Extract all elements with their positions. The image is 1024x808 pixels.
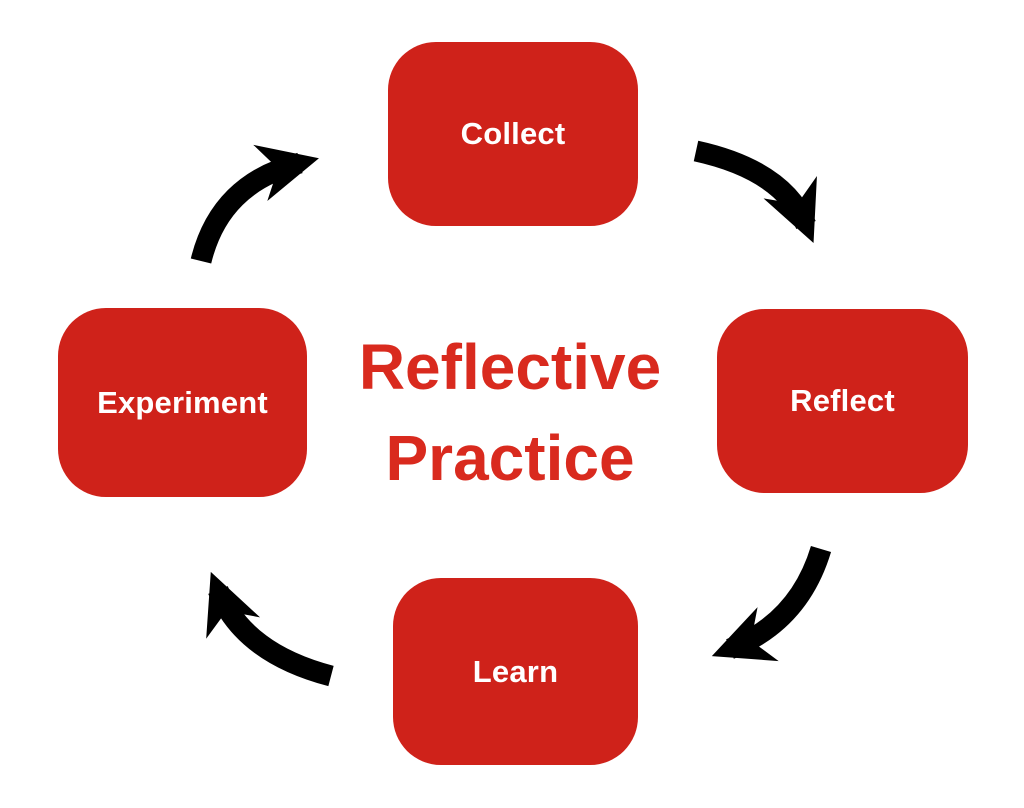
node-collect-label: Collect: [460, 116, 566, 151]
arrow-learn-to-experiment-icon: [206, 571, 334, 687]
node-learn-label: Learn: [472, 653, 559, 689]
diagram-title: Reflective Practice: [320, 322, 700, 504]
diagram-title-line1: Reflective: [358, 331, 662, 403]
arrow-experiment-to-collect-icon: [190, 144, 319, 264]
node-learn: Learn: [393, 578, 638, 765]
node-reflect-label: Reflect: [790, 383, 895, 418]
node-experiment-label: Experiment: [97, 384, 268, 420]
diagram-title-line2: Practice: [385, 421, 635, 494]
arrow-collect-to-reflect-icon: [693, 140, 817, 244]
node-reflect: Reflect: [717, 309, 968, 493]
node-collect: Collect: [388, 42, 638, 226]
arrow-reflect-to-learn-icon: [711, 545, 832, 662]
node-experiment: Experiment: [58, 308, 307, 497]
